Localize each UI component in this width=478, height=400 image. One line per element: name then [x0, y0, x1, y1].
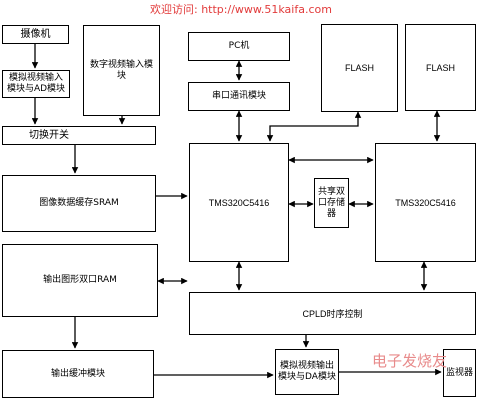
cpld-timing-block: CPLD时序控制	[189, 292, 476, 335]
output-dualport-ram-block: 输出图形双口RAM	[2, 244, 158, 317]
camera-block: 摄像机	[2, 25, 69, 44]
dsp-1-block: TMS320C5416	[189, 143, 289, 262]
digital-video-input-block: 数字视频输入模块	[83, 25, 160, 116]
image-buffer-sram-block: 图像数据缓存SRAM	[2, 175, 156, 232]
pc-block: PC机	[188, 32, 290, 61]
dsp-2-block: TMS320C5416	[375, 143, 476, 262]
monitor-block: 监视器	[443, 349, 476, 397]
arrow-flash1-dsp1	[266, 111, 362, 142]
site-logo: 电子发烧友	[372, 352, 448, 370]
flash-1-block: FLASH	[321, 24, 398, 112]
analog-video-output-block: 模拟视频输出模块与DA模块	[275, 349, 339, 395]
shared-dualport-block: 共享双口存储器	[314, 178, 349, 228]
switch-block: 切换开关	[2, 126, 156, 145]
output-buffer-block: 输出缓冲模块	[2, 350, 154, 398]
analog-video-input-block: 模拟视频输入模块与AD模块	[2, 70, 70, 98]
serial-comm-block: 串口通讯模块	[188, 82, 290, 111]
watermark-text: 欢迎访问: http://www.51kaifa.com	[150, 3, 332, 16]
flash-2-block: FLASH	[405, 24, 476, 111]
